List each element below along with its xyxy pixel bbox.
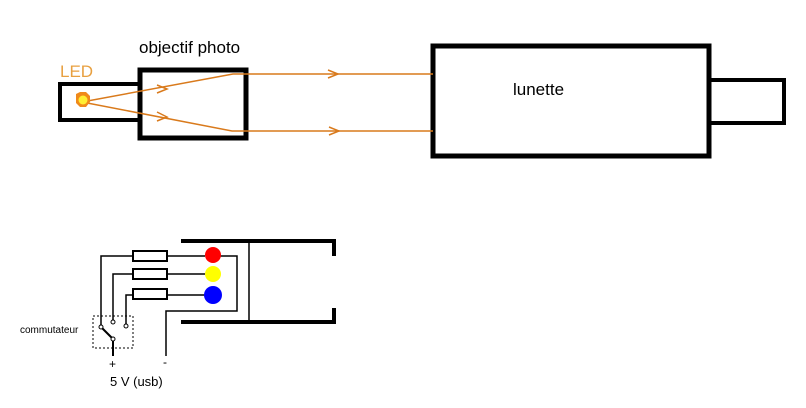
resistor-2: [132, 268, 168, 280]
wires: [100, 255, 238, 356]
plus-label: +: [109, 357, 116, 371]
light-rays: [81, 69, 433, 136]
objective-label: objectif photo: [139, 38, 240, 57]
yellow-led-icon: [205, 266, 221, 282]
scope-label: lunette: [513, 80, 564, 99]
resistor-1: [132, 250, 168, 262]
switch-icon: [92, 315, 134, 349]
led-housing: [58, 82, 142, 122]
ray-arrow-icon: [156, 111, 169, 122]
blue-led-icon: [204, 286, 222, 304]
resistor-3: [132, 288, 168, 300]
resistors: [132, 250, 168, 300]
scope-eyepiece: [707, 78, 786, 125]
ray-arrow-icon: [156, 84, 170, 94]
ray-arrow-icon: [328, 126, 342, 136]
led-bulb-icon: [76, 92, 90, 107]
circuit: commutateur + - 5 V (usb): [20, 239, 336, 389]
led-holder: [181, 239, 336, 324]
switch-label: commutateur: [20, 325, 79, 336]
supply-label: 5 V (usb): [110, 374, 163, 389]
optical-setup: LED objectif photo lunette: [58, 38, 786, 159]
ray-arrow-icon: [327, 69, 341, 79]
objective-box: [137, 67, 249, 141]
minus-label: -: [163, 355, 167, 369]
red-led-icon: [205, 247, 221, 263]
scope-body: [430, 43, 712, 159]
led-label: LED: [60, 62, 93, 81]
